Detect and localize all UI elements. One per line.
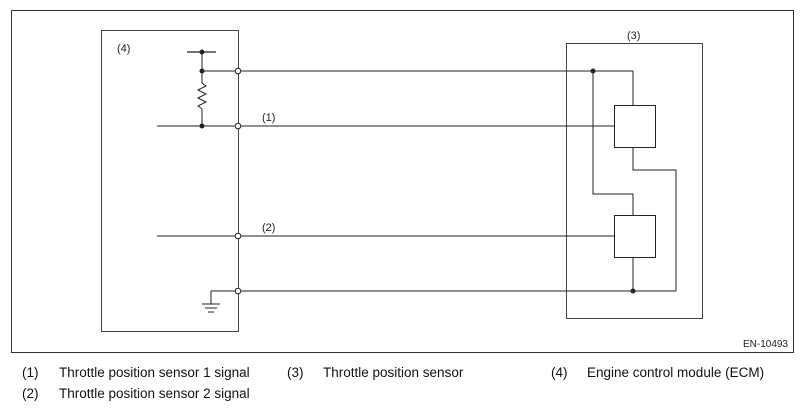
terminal-supply xyxy=(234,67,242,75)
legend-text: Throttle position sensor 2 signal xyxy=(59,386,250,401)
sensor-supply-path-2 xyxy=(592,71,634,215)
legend-text: Throttle position sensor xyxy=(323,365,464,380)
sensor-ground-path-1 xyxy=(632,148,677,291)
signal2-ref-label: (2) xyxy=(262,222,275,234)
supply-node xyxy=(199,49,205,55)
sensor-element-1 xyxy=(614,105,656,148)
sensor-ref-label: (3) xyxy=(627,30,640,42)
legend-num: (1) xyxy=(22,365,39,380)
signal1-ref-label: (1) xyxy=(262,112,275,124)
sensor-ground-junction xyxy=(630,288,636,294)
diagram-frame xyxy=(11,10,794,353)
sensor-box xyxy=(566,43,703,319)
legend-num: (4) xyxy=(551,365,568,380)
legend-text: Engine control module (ECM) xyxy=(587,365,765,380)
sensor-element-2 xyxy=(614,215,656,258)
pullup-resistor xyxy=(196,82,208,110)
legend-text: Throttle position sensor 1 signal xyxy=(59,365,250,380)
terminal-signal2 xyxy=(234,232,242,240)
ecm-ref-label: (4) xyxy=(117,43,130,55)
figure-code: EN-10493 xyxy=(743,339,788,350)
terminal-ground xyxy=(234,287,242,295)
ecm-box xyxy=(101,30,239,332)
legend-num: (2) xyxy=(22,386,39,401)
terminal-signal1 xyxy=(234,122,242,130)
legend-num: (3) xyxy=(287,365,304,380)
